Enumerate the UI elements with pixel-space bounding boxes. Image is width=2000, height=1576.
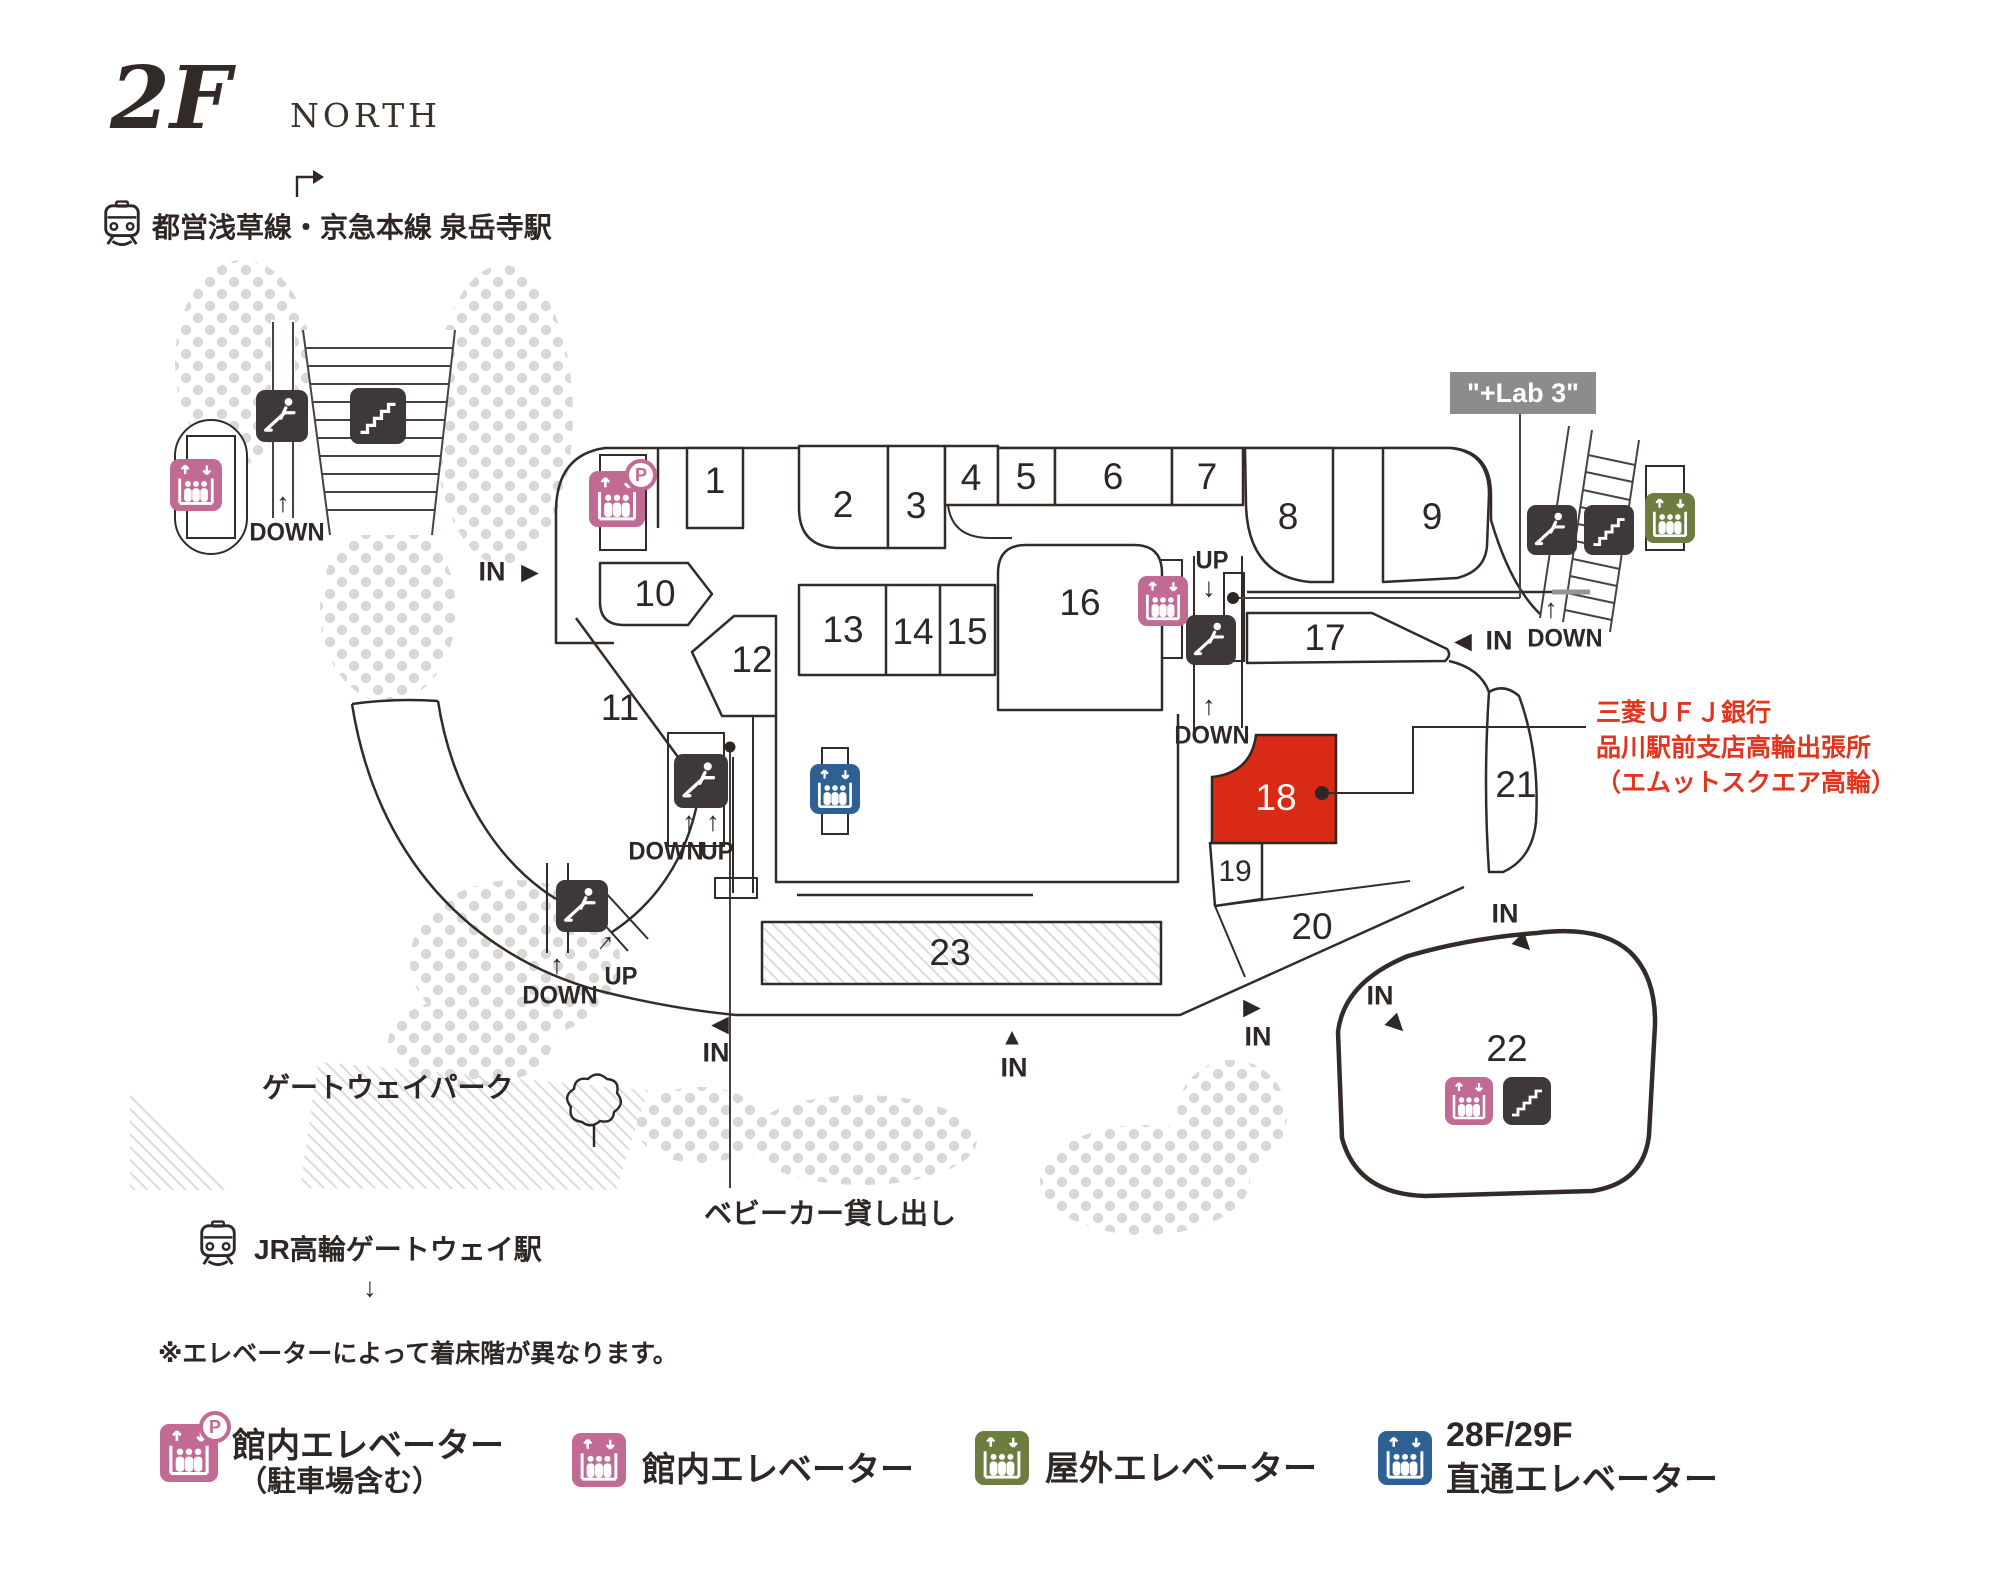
in-marker: IN — [1244, 1021, 1272, 1052]
escalator-icon — [1186, 615, 1236, 665]
indoor-elevator-icon — [170, 459, 222, 511]
building-walls — [350, 444, 1658, 1199]
up-arrow-icon: ↑ — [550, 949, 564, 980]
down-marker: DOWN — [628, 837, 704, 866]
room-14: 14 — [892, 611, 934, 652]
dotted-ground-pattern — [175, 260, 1287, 1235]
room-3: 3 — [905, 485, 927, 526]
sengakuji-station-label: 都営浅草線・京急本線 泉岳寺駅 — [152, 212, 552, 243]
indoor-elevator-icon — [572, 1433, 626, 1487]
up-arrow-icon: ↑ — [682, 806, 696, 837]
room-23: 23 — [929, 932, 971, 973]
down-marker: DOWN — [1527, 624, 1603, 653]
room-9: 9 — [1421, 496, 1443, 537]
jr-takanawa-station-label: JR高輪ゲートウェイ駅 — [254, 1234, 542, 1265]
escalator-icon — [1527, 505, 1577, 555]
room-5: 5 — [1015, 456, 1037, 497]
legend-label: 館内エレベーター — [232, 1427, 504, 1465]
down-marker: DOWN — [249, 518, 325, 547]
bank-line-3: （エムットスクエア高輪） — [1596, 769, 1897, 797]
up-marker: UP — [1195, 546, 1229, 575]
direct-elevator-icon — [1378, 1431, 1432, 1485]
room-16: 16 — [1059, 582, 1101, 623]
in-marker: IN — [1366, 980, 1394, 1011]
room-13: 13 — [822, 609, 864, 650]
stairs-icon — [1503, 1077, 1551, 1125]
lab3-badge: "+Lab 3" — [1450, 372, 1596, 414]
callout-lines — [724, 413, 1586, 1188]
escalator-icon — [556, 880, 608, 932]
up-arrow-icon: ↑ — [1544, 593, 1558, 624]
in-arrow-icon: ◀ — [1454, 627, 1472, 654]
room-10: 10 — [634, 573, 676, 614]
up-arrow-icon: ↑ — [706, 806, 720, 837]
in-arrow-icon: ▶ — [521, 558, 539, 585]
in-marker: IN — [478, 556, 506, 587]
indoor-elevator-icon — [1445, 1077, 1493, 1125]
room-12: 12 — [731, 639, 773, 680]
room-1: 1 — [704, 460, 726, 501]
legend-label: 屋外エレベーター — [1045, 1450, 1317, 1488]
outdoor-elevator-icon — [1645, 493, 1695, 543]
parking-badge-icon: P — [625, 459, 657, 491]
room-7: 7 — [1196, 456, 1218, 497]
escalator-icon — [674, 754, 728, 808]
indoor-elevator-icon — [1138, 576, 1188, 626]
down-marker: DOWN — [1174, 721, 1250, 750]
in-arrow-icon: ◀ — [711, 1010, 729, 1037]
in-marker: IN — [1000, 1052, 1028, 1083]
room-15: 15 — [946, 611, 988, 652]
legend-sublabel: （駐車場含む） — [238, 1466, 442, 1498]
elevator-parking-icon: P — [160, 1411, 231, 1482]
in-arrow-icon: ▲ — [1000, 1023, 1024, 1050]
down-marker: DOWN — [522, 981, 598, 1010]
up-marker: UP — [700, 837, 734, 866]
room-20: 20 — [1291, 906, 1333, 947]
stairs-icon — [1584, 505, 1634, 555]
down-arrow-icon: ↓ — [363, 1272, 377, 1303]
room-17: 17 — [1304, 617, 1346, 658]
legend-label: 28F/29F — [1446, 1416, 1573, 1454]
parking-badge-icon: P — [199, 1411, 231, 1443]
room-11: 11 — [600, 687, 640, 728]
room-8: 8 — [1277, 496, 1299, 537]
elevator-parking-icon: P — [589, 459, 657, 527]
up-arrow-icon: ↑ — [276, 487, 290, 518]
highlighted-room-18 — [1210, 733, 1338, 845]
bank-line-1: 三菱ＵＦＪ銀行 — [1596, 699, 1772, 727]
room-18: 18 — [1255, 777, 1297, 818]
down-arrow-icon: ↓ — [1202, 572, 1216, 603]
in-marker: IN — [702, 1037, 730, 1068]
room-22: 22 — [1486, 1028, 1528, 1069]
floor-title: 2F — [110, 48, 231, 149]
in-arrow-icon: ▶ — [1243, 993, 1261, 1020]
room-2: 2 — [832, 484, 854, 525]
in-marker: IN — [1485, 625, 1513, 656]
room-19: 19 — [1218, 855, 1252, 888]
train-icon — [196, 1220, 240, 1270]
up-marker: UP — [604, 962, 638, 991]
in-marker: IN — [1491, 898, 1519, 929]
bank-line-2: 品川駅前支店高輪出張所 — [1596, 734, 1872, 762]
compass-label: NORTH — [290, 96, 441, 135]
train-icon — [100, 200, 144, 250]
room-21: 21 — [1495, 764, 1537, 805]
up-arrow-icon: ↑ — [1202, 690, 1216, 721]
tree-icon — [566, 1073, 622, 1147]
direct-elevator-icon — [810, 764, 860, 814]
outdoor-elevator-icon — [975, 1431, 1029, 1485]
legend-label: 館内エレベーター — [642, 1451, 914, 1489]
hatched-ground-pattern — [130, 1062, 648, 1190]
corner-arrow-icon — [295, 170, 324, 197]
elevator-note: ※エレベーターによって着床階が異なります。 — [158, 1340, 678, 1368]
stairs-icon — [350, 388, 406, 444]
room-6: 6 — [1102, 456, 1124, 497]
legend-sublabel: 直通エレベーター — [1446, 1461, 1718, 1499]
stroller-rental-label: ベビーカー貸し出し — [704, 1198, 957, 1229]
escalator-icon — [256, 390, 308, 442]
gateway-park-label: ゲートウェイパーク — [262, 1072, 514, 1103]
room-4: 4 — [960, 457, 982, 498]
bank-callout: 三菱ＵＦＪ銀行 品川駅前支店高輪出張所 （エムットスクエア高輪） — [1596, 696, 1896, 801]
